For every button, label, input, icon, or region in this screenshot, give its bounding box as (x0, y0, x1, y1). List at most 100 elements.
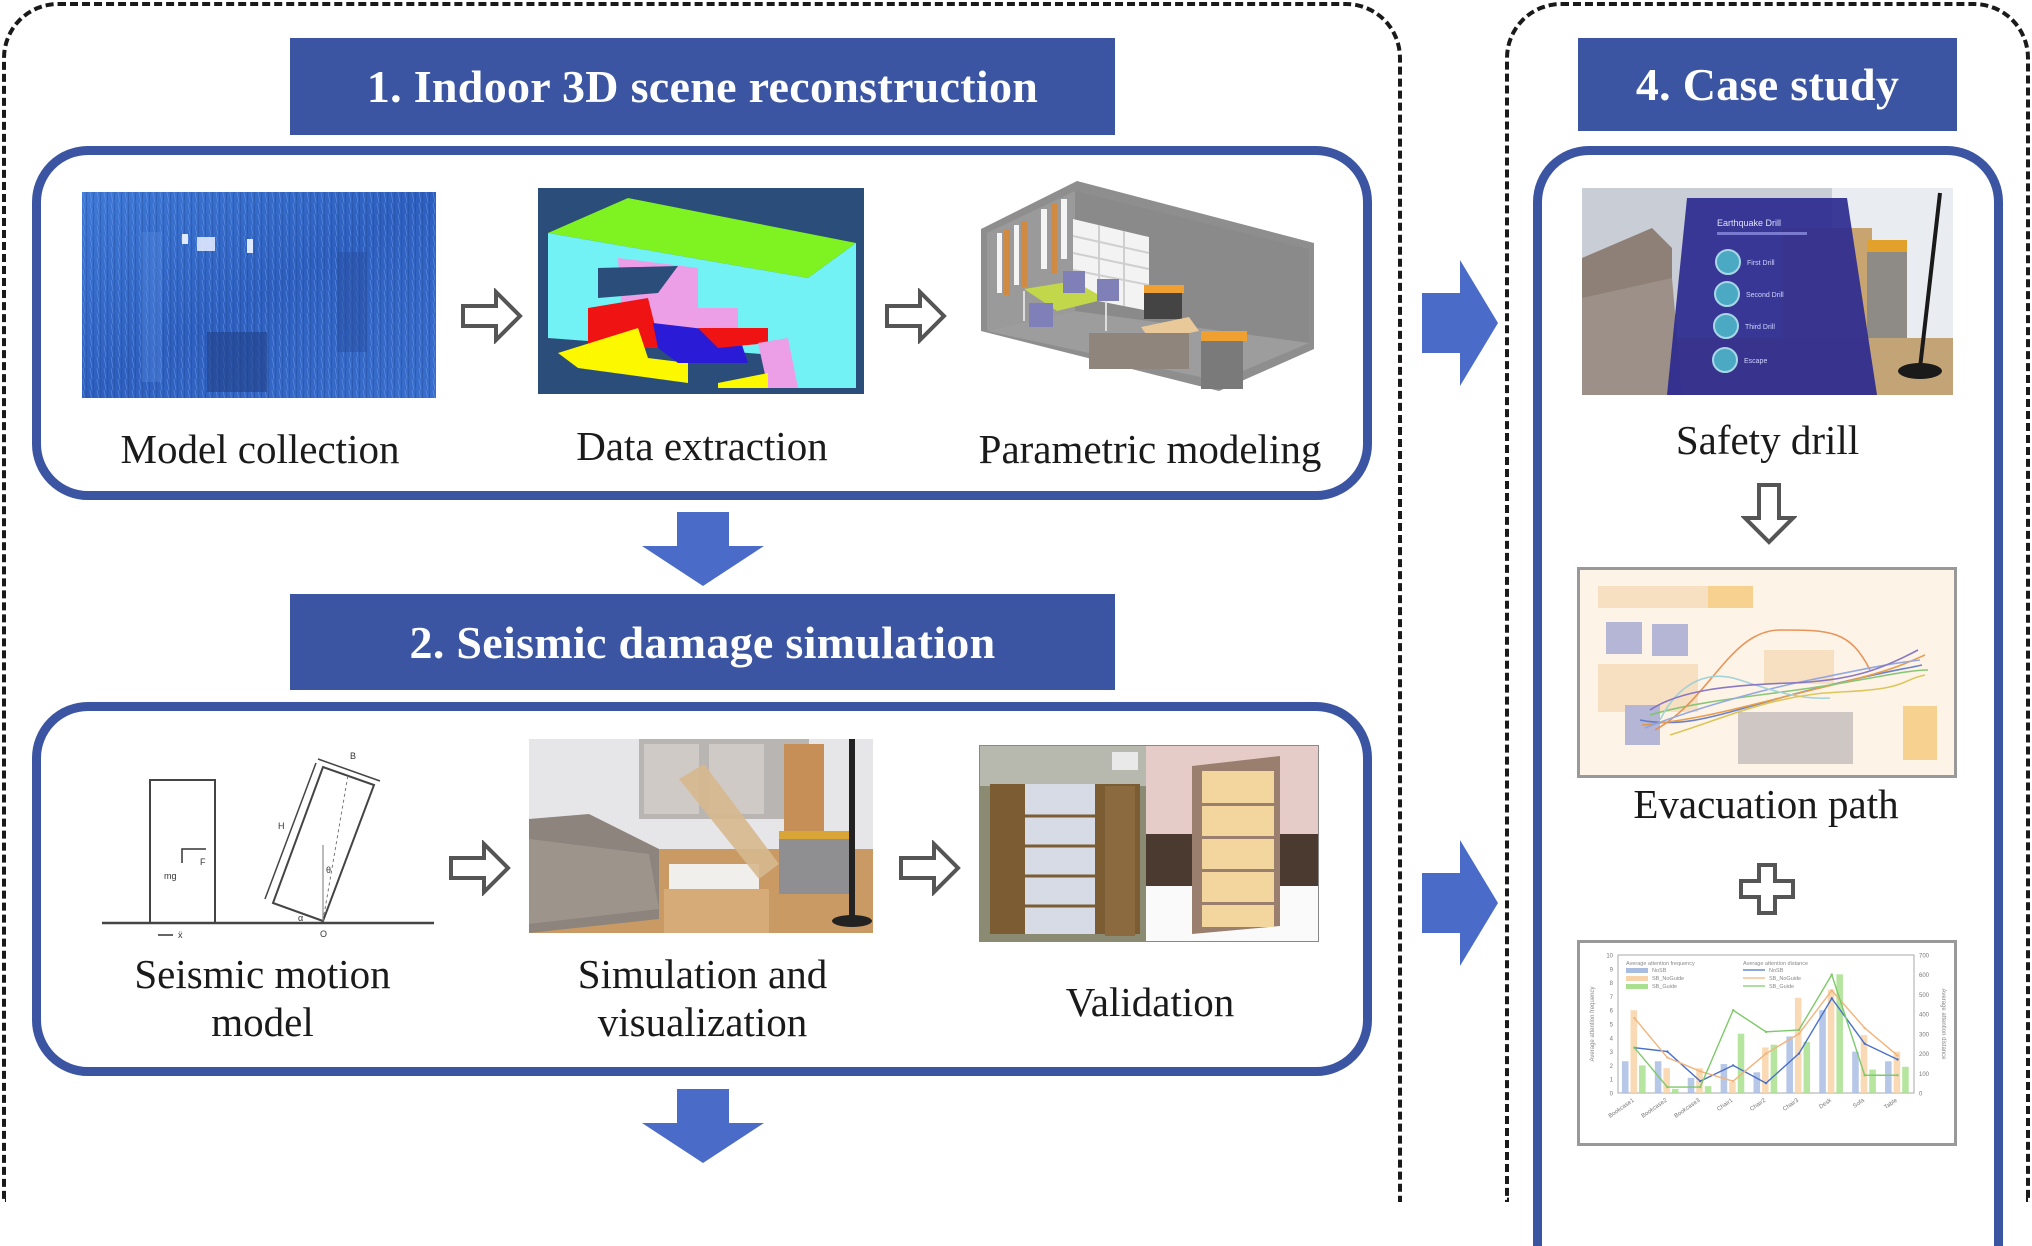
bar (1852, 1051, 1859, 1093)
drill-option-label: Escape (1744, 358, 1767, 365)
drill-option-label: Second Drill (1746, 292, 1784, 299)
y2-tick-label: 500 (1919, 993, 1930, 999)
seismic-motion-model-label: Seismic motion model (80, 950, 445, 1047)
line-point (1863, 1026, 1866, 1030)
bar (1687, 1077, 1695, 1093)
hollow-right-arrow (898, 839, 962, 901)
legend-group-title: Average attention frequency (1626, 961, 1695, 967)
bar (1729, 1081, 1736, 1093)
line-point (1764, 1052, 1768, 1055)
line-point (1666, 1050, 1669, 1053)
bar (1803, 1041, 1811, 1093)
y-tick-label: 10 (1606, 954, 1613, 960)
line-point (1633, 1046, 1636, 1049)
line-point (1797, 1032, 1801, 1036)
line-point (1699, 1079, 1702, 1083)
x-tick-label: Sofa (1852, 1097, 1866, 1109)
y-tick-label: 6 (1610, 1009, 1614, 1015)
drill-menu-option[interactable]: Third Drill (1713, 313, 1775, 339)
safety-drill-image: Earthquake Drill First Drill Second Dril… (1582, 188, 1953, 395)
bar (1819, 1010, 1826, 1093)
section-4-title: 4. Case study (1578, 38, 1957, 131)
x-tick-label: Table (1884, 1097, 1900, 1111)
legend-label: SB_Guide (1652, 984, 1677, 990)
theta-symbol: θ (326, 865, 331, 875)
data-extraction-label: Data extraction (576, 423, 828, 469)
section-1-title: 1. Indoor 3D scene reconstruction (290, 38, 1115, 135)
parametric-modeling-label: Parametric modeling (978, 426, 1322, 472)
y-tick-label: 4 (1610, 1036, 1614, 1042)
mg-symbol: mg (164, 871, 177, 881)
line-point (1764, 1081, 1768, 1085)
solid-right-arrow (1422, 840, 1500, 971)
hollow-right-arrow (460, 287, 524, 349)
drill-option-label: Third Drill (1745, 324, 1775, 331)
y-tick-label: 2 (1610, 1064, 1614, 1070)
y2-tick-label: 600 (1919, 973, 1930, 979)
y-tick-label: 1 (1610, 1078, 1614, 1084)
line-point (1764, 1030, 1768, 1034)
y-tick-label: 9 (1610, 967, 1614, 973)
x-tick-label: Chair1 (1716, 1097, 1734, 1112)
y2-tick-label: 700 (1919, 954, 1930, 960)
line-point (1797, 1052, 1801, 1055)
bar (1770, 1044, 1778, 1093)
bar (1621, 1061, 1629, 1093)
simulation-label-line2: visualization (597, 999, 808, 1046)
line-point (1896, 1054, 1899, 1057)
y-axis-label: Average attention frequency (1590, 987, 1596, 1062)
legend-swatch (1626, 976, 1648, 981)
legend-label: NoSB (1652, 968, 1667, 974)
y-tick-label: 3 (1610, 1050, 1614, 1056)
drill-menu-option[interactable]: Second Drill (1714, 281, 1784, 307)
line-point (1633, 1016, 1636, 1020)
x-tick-label: Bookcase2 (1641, 1097, 1669, 1119)
section-2-title: 2. Seismic damage simulation (290, 594, 1115, 690)
plus-icon (1738, 862, 1796, 921)
bar (1671, 1088, 1679, 1093)
line-point (1863, 1042, 1866, 1045)
x-tick-label: Desk (1818, 1097, 1833, 1110)
legend-label: NoSB (1769, 968, 1784, 974)
solid-down-arrow (640, 512, 766, 593)
bar (1827, 989, 1835, 1093)
xg-symbol: ẍ (178, 930, 183, 940)
simulation-visualization-image (529, 739, 873, 933)
hollow-right-arrow (448, 839, 512, 901)
line-point (1731, 1079, 1735, 1083)
line-point (1863, 1074, 1866, 1077)
case-study-panel (1505, 2, 2030, 1202)
bar (1786, 1036, 1793, 1093)
y-tick-label: 7 (1610, 995, 1614, 1001)
drill-menu-option[interactable]: Escape (1712, 347, 1767, 373)
section-4-title-text: 4. Case study (1635, 59, 1900, 110)
o-symbol: O (320, 929, 327, 939)
bar (1869, 1069, 1876, 1093)
x-tick-label: Bookcase3 (1674, 1097, 1702, 1119)
fc-symbol: F (200, 857, 206, 867)
simulation-label-line1: Simulation and (577, 951, 828, 997)
y2-tick-label: 100 (1919, 1072, 1930, 1078)
reconstruction-simulation-panel (2, 2, 1402, 1202)
model-collection-image (82, 192, 436, 398)
bar (1762, 1047, 1769, 1093)
seismic-motion-label-line1: Seismic motion (134, 951, 391, 997)
safety-drill-label: Safety drill (1675, 417, 1860, 463)
line-point (1666, 1085, 1669, 1089)
solid-right-arrow (1422, 260, 1500, 391)
line-point (1699, 1070, 1702, 1073)
bar (1902, 1066, 1909, 1093)
seismic-motion-label-line2: model (211, 999, 314, 1046)
x-tick-label: Chair3 (1782, 1097, 1800, 1112)
chart-svg: 0123456789100100200300400500600700Averag… (1590, 954, 1946, 1120)
y2-tick-label: 200 (1919, 1052, 1930, 1058)
legend-label: SB_Guide (1769, 984, 1794, 990)
seismic-motion-diagram: mg F ẍ B H θ α O (98, 745, 438, 940)
y-tick-label: 8 (1610, 981, 1614, 987)
solid-down-arrow (640, 1089, 766, 1170)
line-point (1830, 989, 1833, 992)
bar (1737, 1033, 1745, 1093)
section-1-title-text: 1. Indoor 3D scene reconstruction (366, 61, 1039, 112)
drill-menu-option[interactable]: First Drill (1715, 249, 1775, 275)
